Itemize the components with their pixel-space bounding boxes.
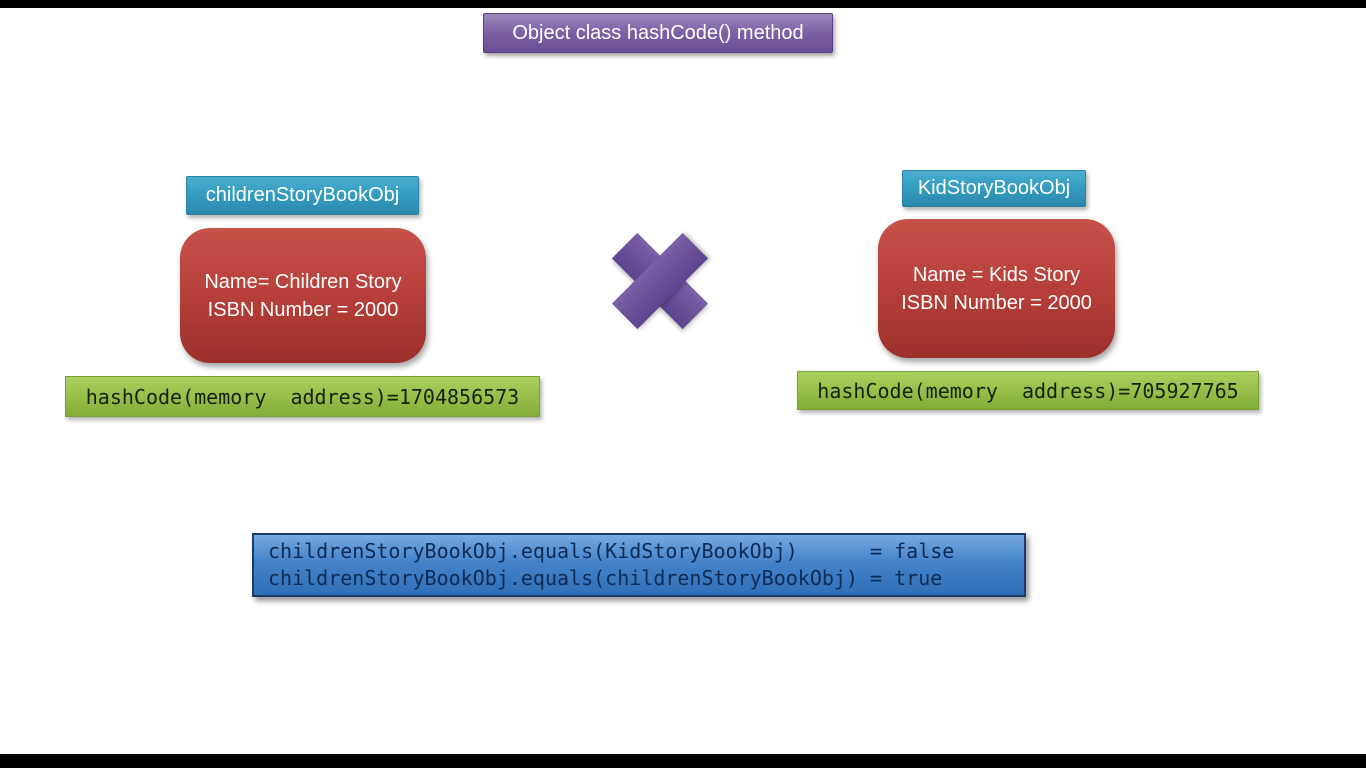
letterbox-top xyxy=(0,0,1366,8)
left-object-name-text: childrenStoryBookObj xyxy=(205,184,400,206)
right-object-name-text: KidStoryBookObj xyxy=(917,177,1071,199)
letterbox-bottom xyxy=(0,754,1366,768)
left-hashcode-text: hashCode(memory address)=1704856573 xyxy=(85,384,520,409)
right-hashcode-text: hashCode(memory address)=705927765 xyxy=(817,378,1239,403)
equals-comparison-line-2: childrenStoryBookObj.equals(childrenStor… xyxy=(268,566,943,590)
right-object-isbn-line: ISBN Number = 2000 xyxy=(901,291,1092,314)
left-object-isbn-line: ISBN Number = 2000 xyxy=(207,298,399,321)
right-object-box: Name = Kids Story ISBN Number = 2000 xyxy=(878,219,1115,358)
left-object-box: Name= Children Story ISBN Number = 2000 xyxy=(180,228,426,363)
left-hashcode-bar: hashCode(memory address)=1704856573 xyxy=(65,376,540,417)
right-object-name-line: Name = Kids Story xyxy=(912,263,1081,286)
left-object-name-label: childrenStoryBookObj xyxy=(186,176,419,215)
right-object-name-label: KidStoryBookObj xyxy=(902,170,1086,207)
right-hashcode-bar: hashCode(memory address)=705927765 xyxy=(797,371,1259,410)
equals-comparison-line-1: childrenStoryBookObj.equals(KidStoryBook… xyxy=(268,539,955,563)
equals-comparison-box: childrenStoryBookObj.equals(KidStoryBook… xyxy=(252,533,1026,597)
slide-canvas: Object class hashCode() method childrenS… xyxy=(0,8,1366,754)
left-object-name-line: Name= Children Story xyxy=(204,270,402,293)
not-equal-x-icon xyxy=(610,231,710,331)
slide-title: Object class hashCode() method xyxy=(483,13,833,53)
slide-title-label: Object class hashCode() method xyxy=(512,21,804,44)
